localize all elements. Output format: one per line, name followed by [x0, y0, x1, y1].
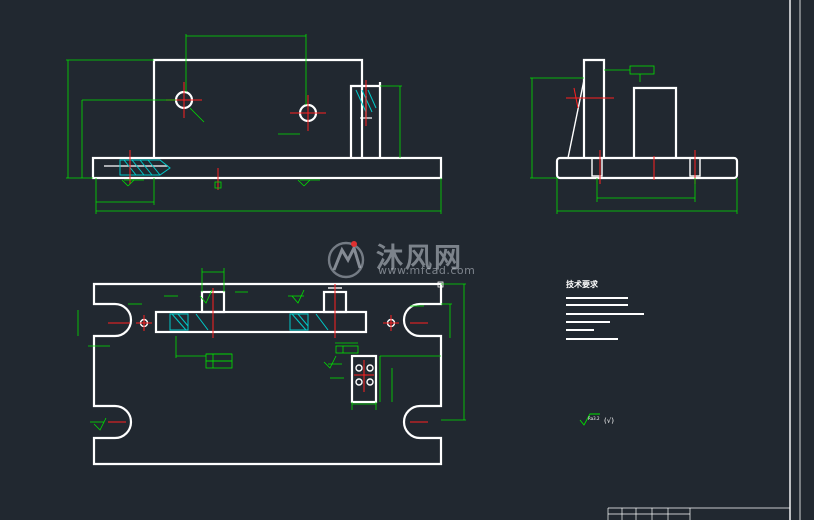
datum-symbol-icon	[214, 181, 222, 189]
roughness-note: (√)	[604, 417, 614, 425]
title-block	[607, 508, 691, 520]
side-upright-outline	[582, 58, 606, 158]
front-hatching	[119, 89, 377, 176]
front-view	[66, 34, 443, 214]
watermark-brand: 沐风网	[376, 243, 463, 274]
front-base-outline	[91, 156, 443, 180]
watermark: 沐风网 www.mfcad.com	[322, 236, 492, 280]
top-bar-outline	[154, 310, 368, 334]
top-dimensions	[77, 268, 466, 423]
side-dimensions	[530, 65, 738, 214]
technical-requirements-title: 技术要求	[566, 279, 598, 289]
roughness-symbol-icon	[93, 289, 337, 431]
top-block-outline	[350, 354, 378, 404]
roughness-value: Ra3.2	[588, 416, 600, 421]
watermark-url: www.mfcad.com	[378, 264, 476, 277]
side-view	[530, 58, 739, 214]
drawing-frame	[608, 0, 801, 520]
top-view	[77, 268, 466, 466]
top-plate-outline	[92, 282, 443, 466]
technical-requirements-lines	[566, 297, 644, 340]
front-upright-outline	[152, 58, 364, 158]
top-hatching	[169, 313, 329, 331]
front-dimensions	[66, 34, 442, 214]
top-centerlines	[108, 284, 428, 423]
front-centerlines	[129, 80, 367, 190]
side-base-outline	[555, 156, 739, 180]
logo-icon	[327, 241, 365, 279]
general-roughness-symbol	[579, 413, 600, 426]
